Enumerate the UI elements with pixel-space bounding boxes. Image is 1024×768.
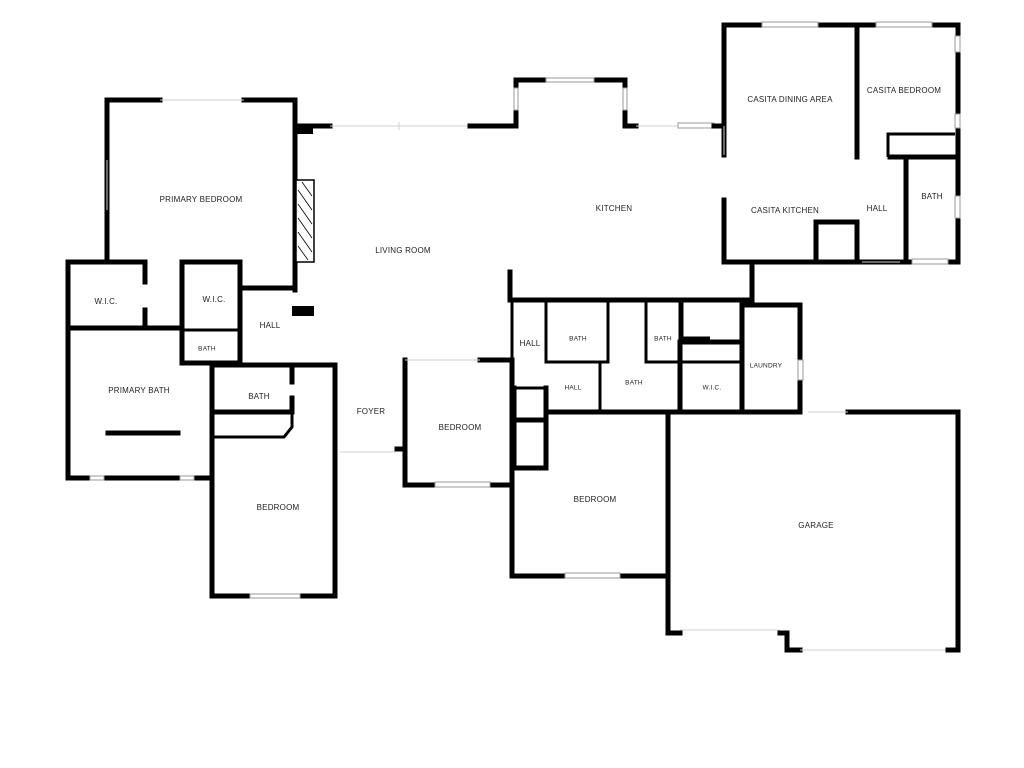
- label-bath-west-small: BATH: [198, 346, 216, 353]
- label-hall-casita: HALL: [867, 204, 888, 213]
- label-wic-2: W.I.C.: [203, 295, 226, 304]
- label-casita-bedroom: CASITA BEDROOM: [867, 86, 941, 95]
- label-bath-center-3: BATH: [625, 380, 643, 387]
- label-bedroom-south: BEDROOM: [574, 495, 617, 504]
- casita-walls: [721, 21, 961, 308]
- label-wic-3: W.I.C.: [703, 385, 722, 392]
- label-casita-kitchen: CASITA KITCHEN: [751, 206, 819, 215]
- fireplace-hatch: [297, 181, 313, 261]
- label-wic-1: W.I.C.: [95, 297, 118, 306]
- garage-walls: [665, 409, 961, 653]
- label-hall-center-lower: HALL: [564, 385, 581, 392]
- label-bedroom-center: BEDROOM: [439, 423, 482, 432]
- west-bedroom-walls: [209, 362, 338, 599]
- label-bath-casita: BATH: [921, 192, 943, 201]
- center-rooms-walls: [402, 302, 804, 579]
- label-laundry: LAUNDRY: [750, 363, 783, 370]
- primary-suite-walls: [65, 97, 298, 481]
- label-living-room: LIVING ROOM: [375, 246, 431, 255]
- label-bath-center-2: BATH: [654, 336, 672, 343]
- label-hall-center-upper: HALL: [520, 339, 541, 348]
- label-kitchen: KITCHEN: [596, 204, 633, 213]
- room-labels: PRIMARY BEDROOM W.I.C. W.I.C. HALL BATH …: [95, 86, 943, 530]
- label-bedroom-west: BEDROOM: [257, 503, 300, 512]
- label-garage: GARAGE: [798, 521, 833, 530]
- label-foyer: FOYER: [357, 407, 386, 416]
- label-bath-west: BATH: [248, 392, 270, 401]
- label-primary-bedroom: PRIMARY BEDROOM: [160, 195, 243, 204]
- label-bath-center-1: BATH: [569, 336, 587, 343]
- label-hall-west: HALL: [260, 321, 281, 330]
- label-primary-bath: PRIMARY BATH: [108, 386, 170, 395]
- label-casita-dining-area: CASITA DINING AREA: [747, 95, 833, 104]
- living-kitchen-walls: [292, 77, 751, 455]
